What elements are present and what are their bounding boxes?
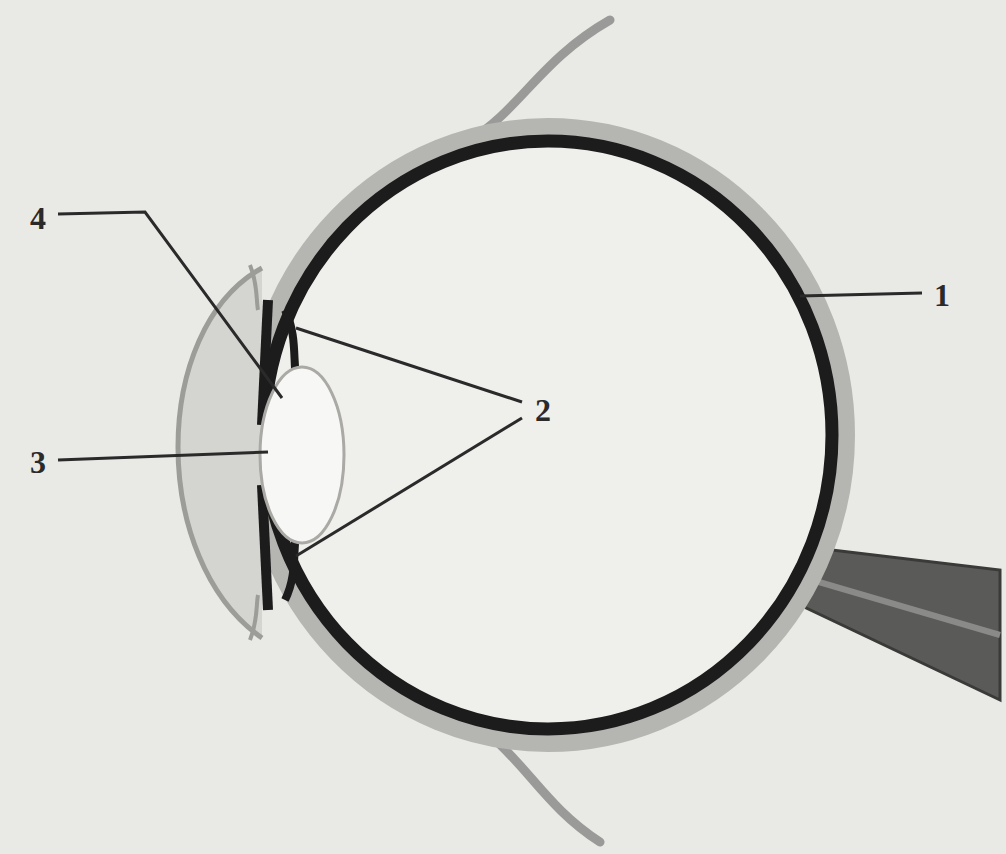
callout-number: 4 — [30, 202, 46, 234]
leader-line — [296, 328, 522, 402]
callout-number: 1 — [934, 279, 950, 311]
choroid-retina — [264, 141, 832, 729]
callout-number: 2 — [535, 394, 551, 426]
optic-nerve — [795, 575, 1000, 635]
leader-line — [58, 212, 282, 398]
leader-line — [800, 293, 922, 296]
sclera — [252, 129, 844, 741]
eyelid — [250, 265, 258, 310]
eyelid — [250, 595, 258, 640]
leader-line — [58, 452, 268, 460]
leader-line — [296, 418, 522, 556]
lens — [260, 367, 344, 543]
callout-number: 3 — [30, 446, 46, 478]
